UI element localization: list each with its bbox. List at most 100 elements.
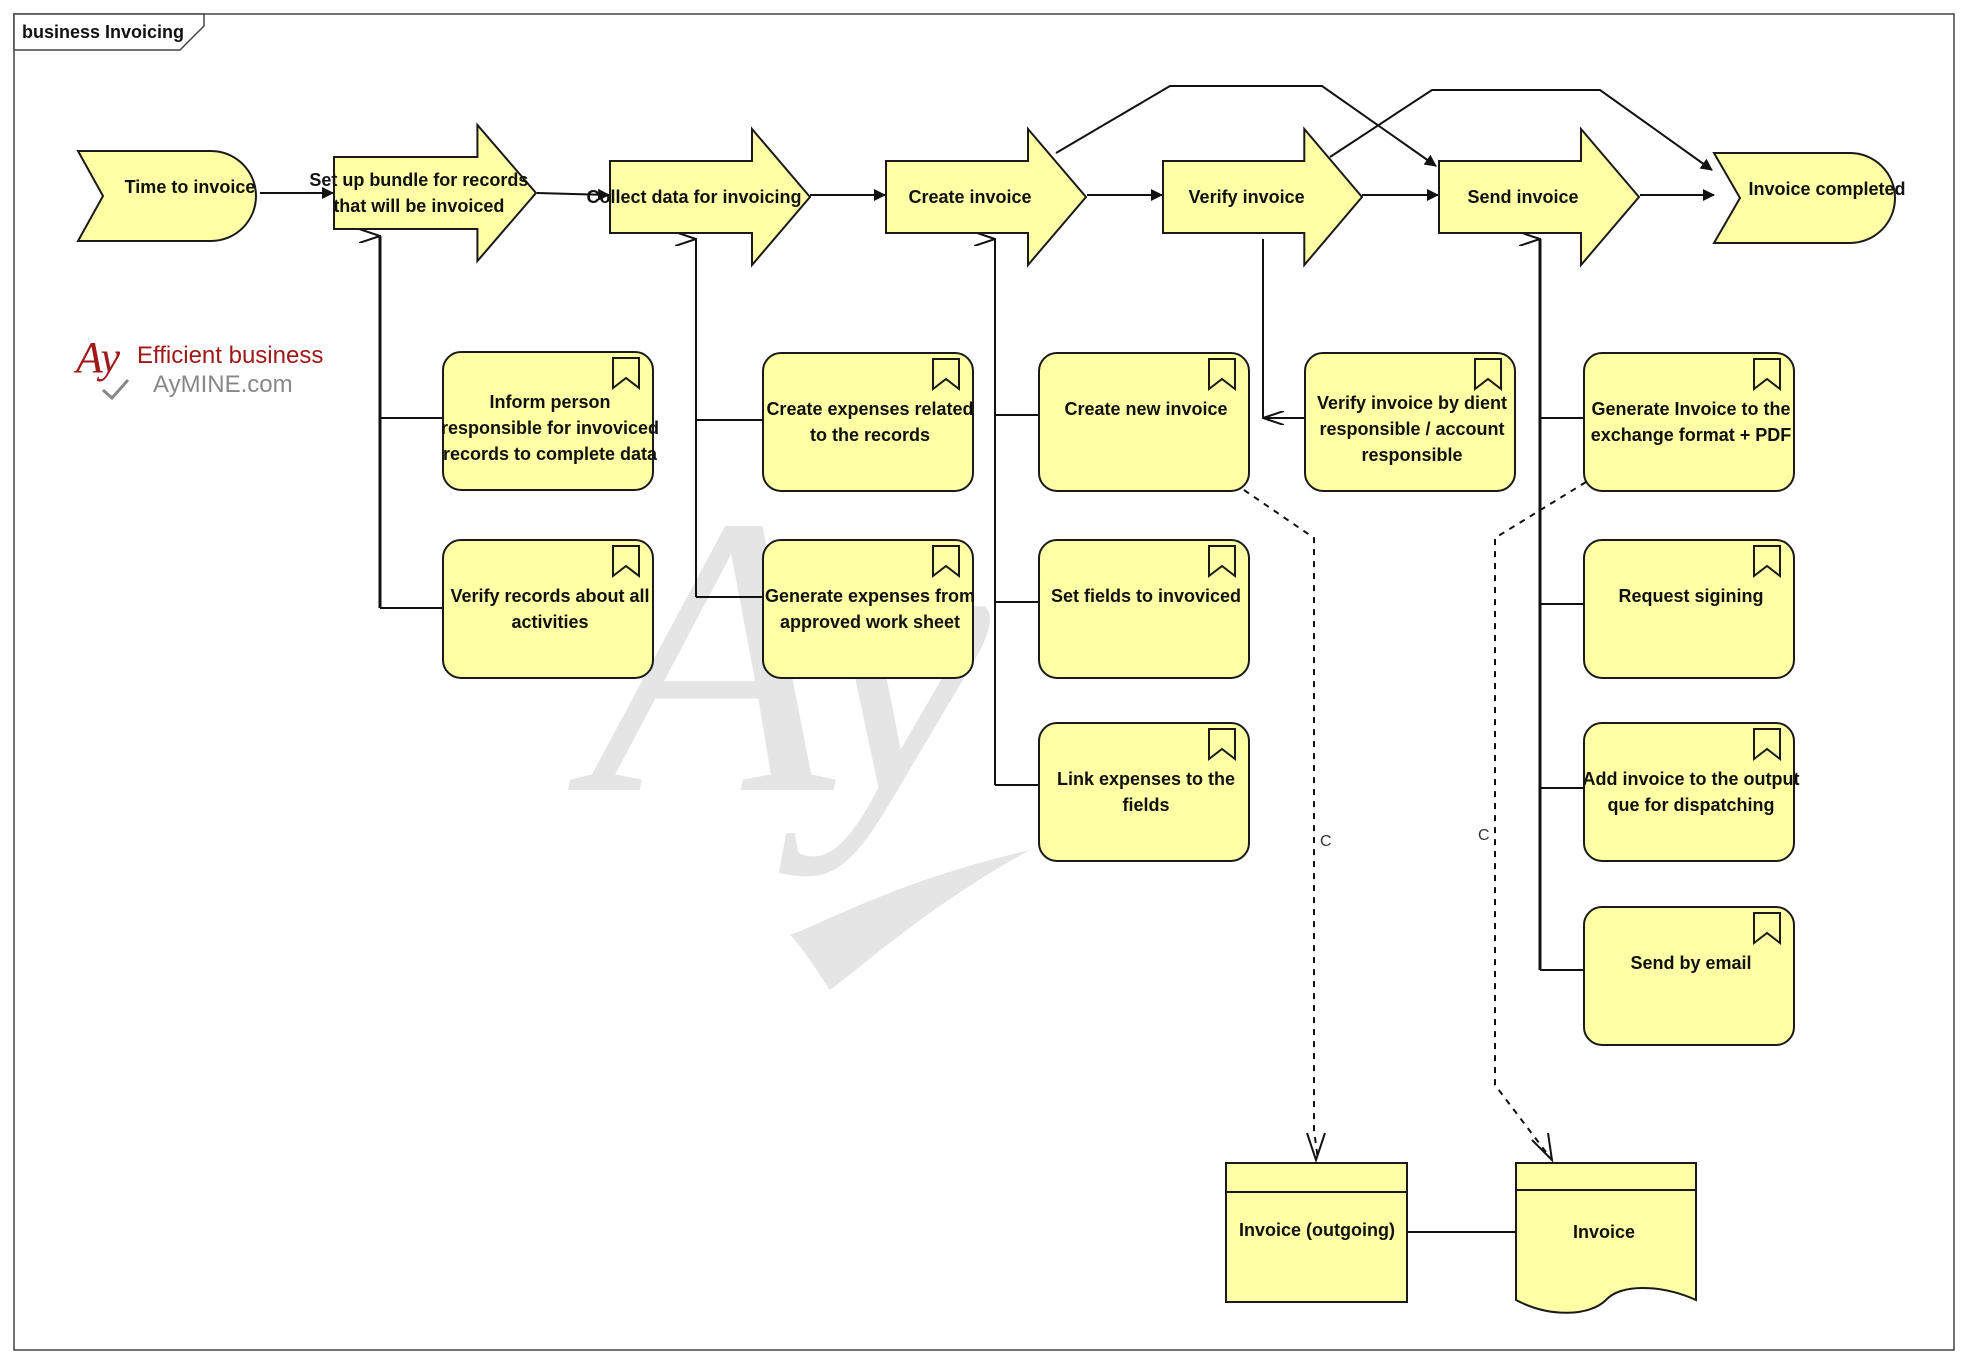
process-setup[interactable]: Set up bundle for records that will be in… — [309, 122, 538, 264]
function-create-expenses-label: to the records — [810, 425, 930, 445]
function-generate-expenses[interactable]: Generate expenses from approved work shee… — [762, 539, 975, 679]
process-send-label: Send invoice — [1467, 187, 1578, 207]
composition-connectors — [380, 236, 1584, 971]
function-generate-exchange-label: Generate Invoice to the — [1591, 399, 1790, 419]
function-inform-label: records to complete data — [443, 444, 658, 464]
logo-line2: AyMINE.com — [153, 371, 293, 398]
bookmark-icon — [1208, 545, 1236, 579]
function-add-queue-shape — [1583, 722, 1795, 862]
watermark-check — [790, 850, 1030, 990]
logo-line1: Efficient business — [137, 342, 323, 369]
bookmark-icon — [1208, 728, 1236, 762]
function-add-queue-label: que for dispatching — [1607, 795, 1774, 815]
process-setup-label: that will be invoiced — [333, 196, 504, 216]
function-create-new[interactable]: Create new invoice — [1038, 352, 1250, 492]
function-request-signing-label: Request sigining — [1618, 586, 1763, 606]
access-generate-to-representation — [1494, 481, 1587, 1161]
bookmark-icon — [1753, 358, 1781, 392]
process-collect-shape — [609, 126, 812, 268]
bookmark-icon — [612, 545, 640, 579]
function-generate-exchange-shape — [1583, 352, 1795, 492]
access-connectors — [1243, 481, 1587, 1233]
function-add-queue[interactable]: Add invoice to the output que for dispatc… — [1583, 722, 1800, 862]
function-verify-by-client-shape — [1304, 352, 1516, 492]
bookmark-icon — [612, 357, 640, 391]
function-create-expenses[interactable]: Create expenses related to the records — [762, 352, 974, 492]
bookmark-icon — [932, 545, 960, 579]
function-request-signing-shape — [1583, 539, 1795, 679]
representation-label: Invoice — [1573, 1222, 1635, 1242]
frame-title: business Invoicing — [22, 22, 184, 42]
function-verify-records-shape — [442, 539, 654, 679]
process-send-shape — [1438, 126, 1641, 268]
event-end[interactable]: Invoice completed — [1712, 152, 1906, 244]
bookmark-icon — [1474, 358, 1502, 392]
diagram-frame — [13, 13, 1955, 1351]
process-setup-shape — [333, 122, 538, 264]
representation[interactable]: Invoice — [1515, 1162, 1697, 1314]
process-collect-label: Collect data for invoicing — [586, 187, 801, 207]
event-start-label: Time to invoice — [125, 177, 256, 197]
process-group: Set up bundle for records that will be in… — [309, 122, 1641, 268]
function-create-new-shape — [1038, 352, 1250, 492]
function-send-email-shape — [1583, 906, 1795, 1046]
function-group: Inform person responsible for invoviced re… — [441, 351, 1800, 1046]
process-create-shape — [885, 126, 1088, 268]
process-setup-label: Set up bundle for records — [309, 170, 528, 190]
function-inform[interactable]: Inform person responsible for invoviced re… — [441, 351, 659, 491]
function-create-new-label: Create new invoice — [1064, 399, 1227, 419]
process-send[interactable]: Send invoice — [1438, 126, 1641, 268]
event-end-label: Invoice completed — [1748, 179, 1905, 199]
function-add-queue-label: Add invoice to the output — [1583, 769, 1800, 789]
bookmark-icon — [932, 358, 960, 392]
logo: Ay Efficient business AyMINE.com — [73, 333, 323, 401]
access-arrowhead-1 — [1306, 1132, 1326, 1164]
business-object[interactable]: Invoice (outgoing) — [1225, 1162, 1408, 1303]
flow-setup-to-collect — [536, 188, 610, 201]
function-generate-expenses-label: Generate expenses from — [765, 586, 975, 606]
function-link-expenses[interactable]: Link expenses to the fields — [1038, 722, 1250, 862]
function-inform-label: responsible for invoviced — [441, 418, 659, 438]
function-create-expenses-label: Create expenses related — [766, 399, 973, 419]
process-verify-shape — [1162, 126, 1364, 268]
logo-check-icon — [102, 379, 130, 401]
business-object-label: Invoice (outgoing) — [1239, 1220, 1395, 1240]
function-set-fields-shape — [1038, 539, 1250, 679]
function-send-email[interactable]: Send by email — [1583, 906, 1795, 1046]
frame-tab — [13, 13, 205, 51]
process-verify[interactable]: Verify invoice — [1162, 126, 1364, 268]
process-verify-label: Verify invoice — [1189, 187, 1305, 207]
event-start[interactable]: Time to invoice — [76, 150, 257, 242]
process-collect[interactable]: Collect data for invoicing — [586, 126, 812, 268]
function-generate-expenses-shape — [762, 539, 974, 679]
connector-label-generate: C — [1478, 827, 1490, 844]
function-link-expenses-label: fields — [1122, 795, 1169, 815]
process-create[interactable]: Create invoice — [885, 126, 1088, 268]
function-verify-by-client-label: responsible / account — [1319, 419, 1504, 439]
bookmark-icon — [1753, 912, 1781, 946]
function-link-expenses-label: Link expenses to the — [1057, 769, 1235, 789]
access-arrowhead-2 — [1531, 1132, 1554, 1163]
function-send-email-label: Send by email — [1630, 953, 1751, 973]
process-create-label: Create invoice — [908, 187, 1031, 207]
connector-label-create: C — [1320, 833, 1332, 850]
event-end-shape — [1712, 152, 1896, 244]
function-set-fields-label: Set fields to invoviced — [1051, 586, 1241, 606]
function-generate-expenses-label: approved work sheet — [780, 612, 960, 632]
function-set-fields[interactable]: Set fields to invoviced — [1038, 539, 1250, 679]
bookmark-icon — [1753, 545, 1781, 579]
logo-mark: Ay — [73, 333, 120, 382]
function-link-expenses-shape — [1038, 722, 1250, 862]
flow-connectors — [260, 85, 1715, 201]
bookmark-icon — [1208, 358, 1236, 392]
function-generate-exchange[interactable]: Generate Invoice to the exchange format +… — [1583, 352, 1795, 492]
function-inform-label: Inform person — [489, 392, 610, 412]
watermark: Ay — [565, 434, 1030, 990]
flow-verify-to-end-bypass — [1329, 89, 1713, 171]
function-request-signing[interactable]: Request sigining — [1583, 539, 1795, 679]
function-generate-exchange-label: exchange format + PDF — [1591, 425, 1792, 445]
function-inform-shape — [442, 351, 654, 491]
